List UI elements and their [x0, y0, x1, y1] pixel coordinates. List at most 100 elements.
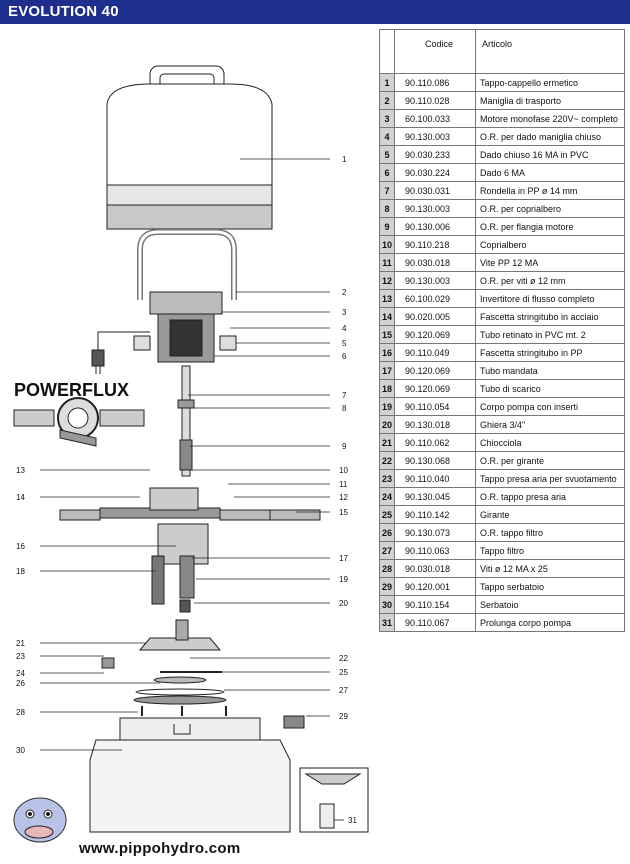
- tank-part: [89, 717, 291, 833]
- powerflux-logo: POWERFLUX: [14, 380, 129, 400]
- callout-13: 13: [16, 466, 25, 475]
- callout-31: 31: [348, 816, 357, 825]
- row-number: 18: [379, 379, 395, 398]
- row-code: 90.110.040: [394, 469, 476, 488]
- row-code: 90.110.054: [394, 397, 476, 416]
- row-code: 90.030.031: [394, 181, 476, 200]
- row-article: Rondella in PP ø 14 mm: [475, 181, 625, 200]
- row-code: 60.100.029: [394, 289, 476, 308]
- callout-2: 2: [342, 288, 347, 297]
- callout-30: 30: [16, 746, 25, 755]
- callout-14: 14: [16, 493, 25, 502]
- callout-7: 7: [342, 391, 347, 400]
- row-code: 90.110.218: [394, 235, 476, 254]
- row-number: 7: [379, 181, 395, 200]
- row-code: 90.130.003: [394, 127, 476, 146]
- motor-part: [91, 291, 237, 374]
- row-number: 1: [379, 73, 395, 92]
- powerflux-inverter: [13, 397, 145, 447]
- row-article: O.R. per coprialbero: [475, 199, 625, 218]
- row-article: Tubo mandata: [475, 361, 625, 380]
- callout-8: 8: [342, 404, 347, 413]
- row-number: 26: [379, 523, 395, 542]
- row-number: 5: [379, 145, 395, 164]
- callout-26: 26: [16, 679, 25, 688]
- row-code: 90.120.069: [394, 361, 476, 380]
- row-number: 14: [379, 307, 395, 326]
- row-article: O.R. per girante: [475, 451, 625, 470]
- row-number: 11: [379, 253, 395, 272]
- row-article: Motore monofase 220V~ completo: [475, 109, 625, 128]
- row-article: Prolunga corpo pompa: [475, 613, 625, 632]
- hippo-mascot-logo: [13, 797, 67, 843]
- row-article: Tubo retinato in PVC mt. 2: [475, 325, 625, 344]
- row-article: O.R. tappo filtro: [475, 523, 625, 542]
- row-number: 30: [379, 595, 395, 614]
- row-article: Corpo pompa con inserti: [475, 397, 625, 416]
- row-article: Fascetta stringitubo in PP: [475, 343, 625, 362]
- row-code: 90.110.154: [394, 595, 476, 614]
- row-code: 90.030.018: [394, 253, 476, 272]
- website-url: www.pippohydro.com: [79, 840, 241, 857]
- page-title: EVOLUTION 40: [8, 3, 119, 20]
- row-number: 20: [379, 415, 395, 434]
- header-num-cell: [379, 29, 395, 74]
- row-article: Tappo presa aria per svuotamento: [475, 469, 625, 488]
- row-article: Dado chiuso 16 MA in PVC: [475, 145, 625, 164]
- callout-23: 23: [16, 652, 25, 661]
- exploded-diagram: POWERFLUX 1 2 3 4 5 6 7 8 9 10 11 12 15 …: [13, 65, 369, 843]
- row-article: O.R. per viti ø 12 mm: [475, 271, 625, 290]
- row-code: 90.130.006: [394, 217, 476, 236]
- row-number: 8: [379, 199, 395, 218]
- row-number: 19: [379, 397, 395, 416]
- callout-12: 12: [339, 493, 348, 502]
- row-article: Serbatoio: [475, 595, 625, 614]
- row-code: 90.130.045: [394, 487, 476, 506]
- row-article: Tappo serbatoio: [475, 577, 625, 596]
- row-code: 90.130.073: [394, 523, 476, 542]
- row-number: 24: [379, 487, 395, 506]
- callout-25: 25: [339, 668, 348, 677]
- row-code: 90.120.069: [394, 325, 476, 344]
- row-article: Ghiera 3/4": [475, 415, 625, 434]
- row-number: 29: [379, 577, 395, 596]
- row-code: 90.030.018: [394, 559, 476, 578]
- row-code: 90.130.003: [394, 199, 476, 218]
- row-article: Maniglia di trasporto: [475, 91, 625, 110]
- callout-22: 22: [339, 654, 348, 663]
- row-code: 90.130.018: [394, 415, 476, 434]
- row-article: Chiocciola: [475, 433, 625, 452]
- callout-21: 21: [16, 639, 25, 648]
- row-code: 90.130.003: [394, 271, 476, 290]
- row-number: 3: [379, 109, 395, 128]
- callout-15: 15: [339, 508, 348, 517]
- row-number: 23: [379, 469, 395, 488]
- row-code: 90.130.068: [394, 451, 476, 470]
- row-article: Tappo-cappello ermetico: [475, 73, 625, 92]
- row-number: 6: [379, 163, 395, 182]
- callout-4: 4: [342, 324, 347, 333]
- handle-part: [137, 229, 237, 300]
- row-article: Coprialbero: [475, 235, 625, 254]
- callout-18: 18: [16, 567, 25, 576]
